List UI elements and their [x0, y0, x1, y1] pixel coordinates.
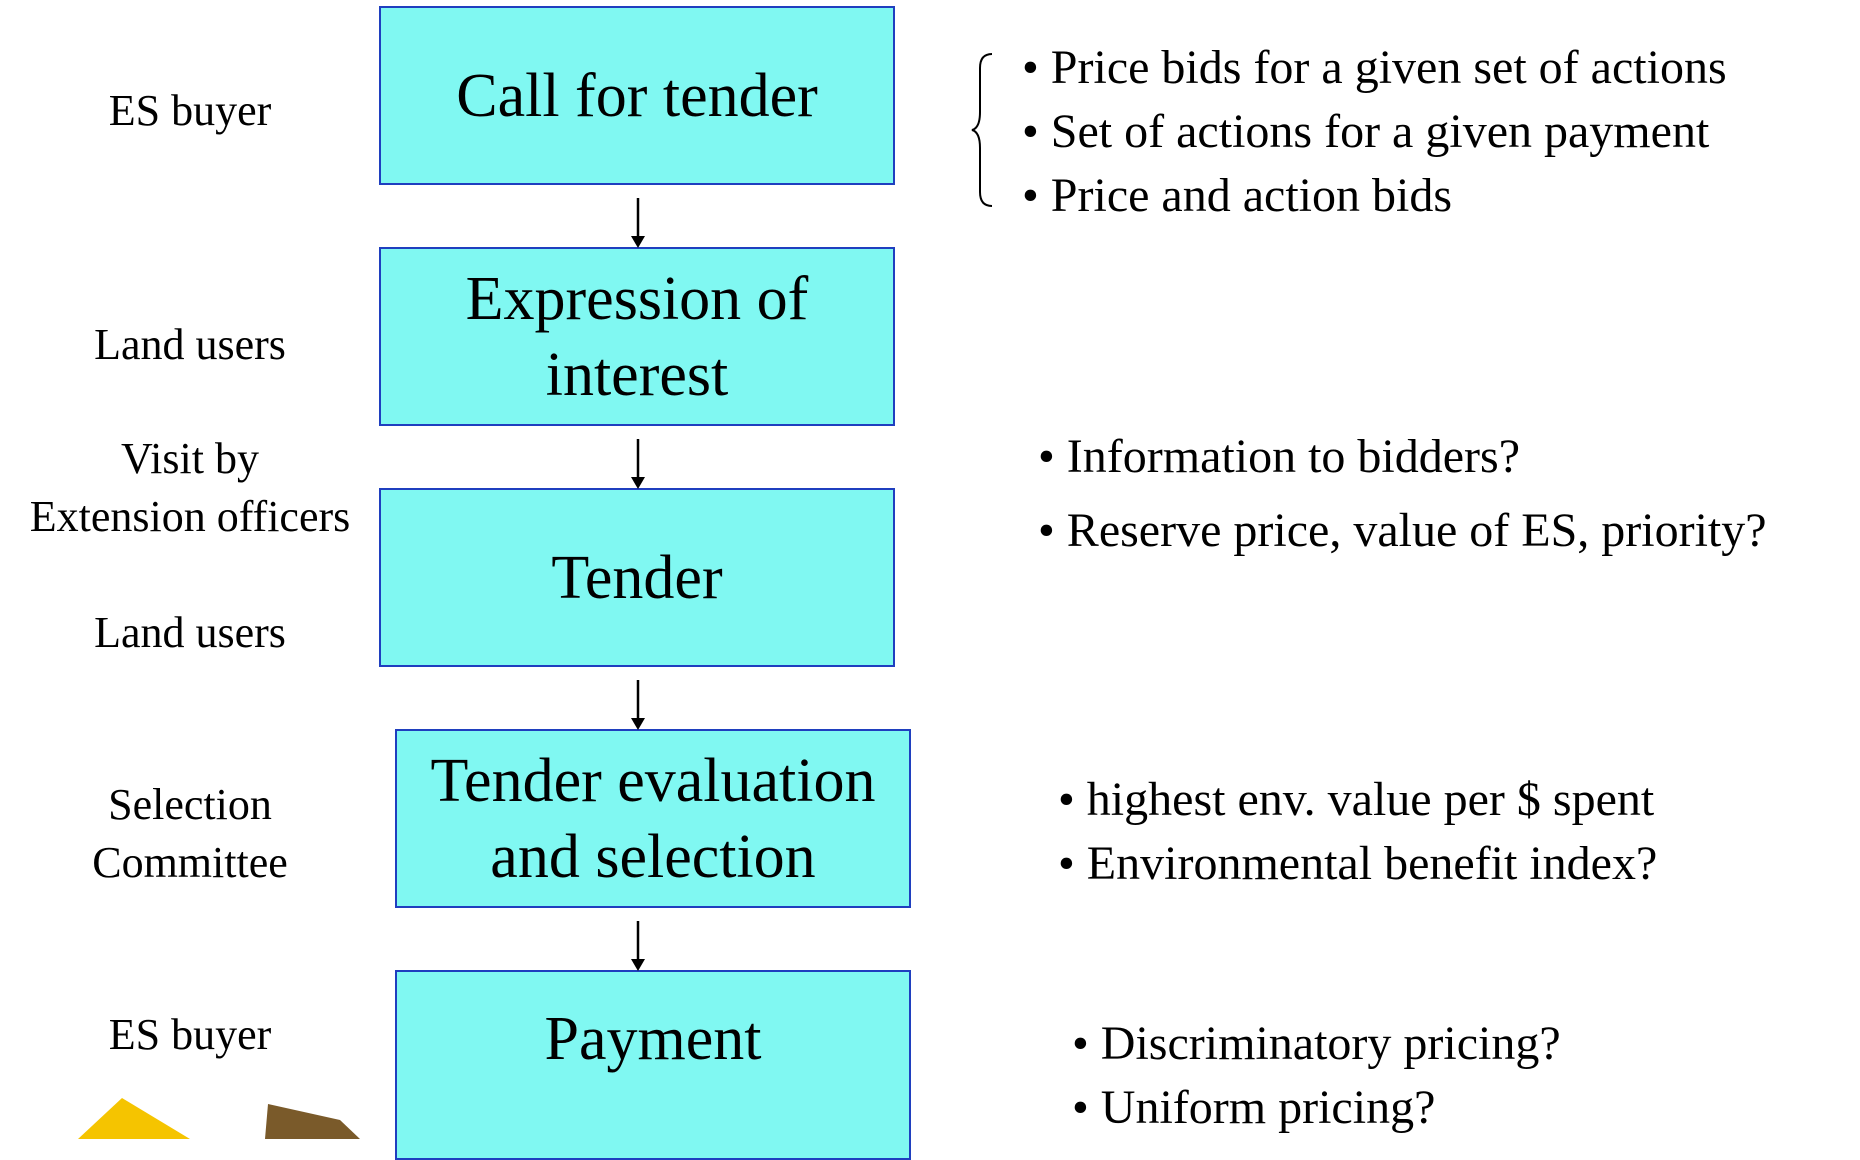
step-expression-of-interest: Expression of interest: [379, 247, 895, 426]
step-tender-evaluation: Tender evaluation and selection: [395, 729, 911, 908]
role-selection-committee: Selection Committee: [92, 780, 288, 887]
step-title: Payment: [544, 1005, 762, 1073]
note-item: • Environmental benefit index?: [1058, 837, 1658, 890]
decorative-shape: [78, 1098, 360, 1139]
note-item: • Set of actions for a given payment: [1022, 105, 1710, 158]
arrow-down-icon: [631, 439, 645, 489]
step-title: Tender evaluation and selection: [430, 746, 876, 891]
role-extension-officers: Visit by Extension officers: [29, 434, 351, 541]
step-title: Call for tender: [456, 61, 818, 130]
step-title: Expression of interest: [465, 264, 809, 409]
notes-payment: • Discriminatory pricing? • Uniform pric…: [1072, 1012, 1561, 1140]
step-tender: Tender: [379, 488, 895, 667]
arrow-down-icon: [631, 680, 645, 730]
notes-evaluation: • highest env. value per $ spent • Envir…: [1058, 768, 1657, 896]
note-item: • highest env. value per $ spent: [1058, 773, 1655, 826]
role-es-buyer-2: ES buyer: [108, 1010, 272, 1059]
note-item: • Information to bidders?: [1038, 430, 1521, 483]
step-payment: Payment: [395, 970, 911, 1160]
notes-call-for-tender: • Price bids for a given set of actions …: [1022, 36, 1727, 228]
note-item: • Reserve price, value of ES, priority?: [1038, 504, 1767, 557]
role-land-users-1: Land users: [94, 320, 286, 369]
arrow-down-icon: [631, 921, 645, 971]
note-item: • Uniform pricing?: [1072, 1081, 1436, 1134]
note-item: • Price bids for a given set of actions: [1022, 41, 1727, 94]
notes-tender: • Information to bidders? • Reserve pric…: [1038, 420, 1767, 568]
note-item: • Discriminatory pricing?: [1072, 1017, 1561, 1070]
step-title: Tender: [551, 543, 723, 612]
step-call-for-tender: Call for tender: [379, 6, 895, 185]
role-land-users-2: Land users: [94, 608, 286, 657]
arrow-down-icon: [631, 198, 645, 248]
note-item: • Price and action bids: [1022, 169, 1453, 222]
curly-brace-icon: [971, 53, 993, 207]
role-es-buyer-1: ES buyer: [108, 86, 272, 135]
